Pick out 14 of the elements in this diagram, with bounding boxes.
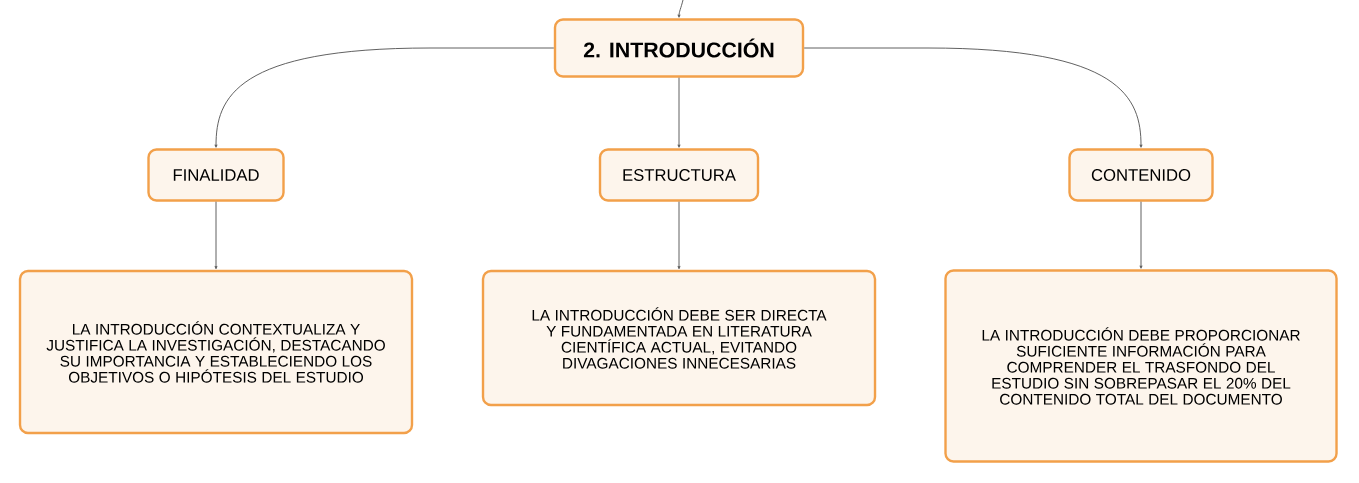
topic-box: ESTRUCTURA — [598, 148, 760, 202]
arrow — [803, 47, 1143, 148]
arrow — [1139, 201, 1143, 269]
description-box: LA INTRODUCCIÓN CONTEXTUALIZA Y JUSTIFICA LA INVESTIGACIÓN, DESTACANDO SU IMPORTANCIA Y ESTABLECIENDO LOS OBJETIVOS O HIPÓTESIS DEL ESTUDIO — [18, 269, 414, 435]
description-box: LA INTRODUCCIÓN DEBE PROPORCIONAR SUFICIENTE INFORMACIÓN PARA COMPRENDER EL TRASFONDO DEL ESTUDIO SIN SOBREPASAR EL 20% DEL CONTENIDO TOTAL DEL DOCUMENTO — [944, 269, 1338, 463]
description-box: LA INTRODUCCIÓN DEBE SER DIRECTA Y FUNDAMENTADA EN LITERATURA CIENTÍFICA ACTUAL, EVITANDO DIVAGACIONES INNECESARIAS — [481, 269, 877, 407]
arrow — [677, 0, 684, 18]
topic-box: CONTENIDO — [1068, 148, 1214, 202]
arrow — [677, 201, 681, 270]
arrow — [214, 47, 555, 148]
topic-box: FINALIDAD — [147, 148, 285, 202]
arrow — [214, 201, 218, 270]
arrow — [677, 77, 681, 148]
title-box: 2. INTRODUCCIÓN — [553, 18, 805, 78]
